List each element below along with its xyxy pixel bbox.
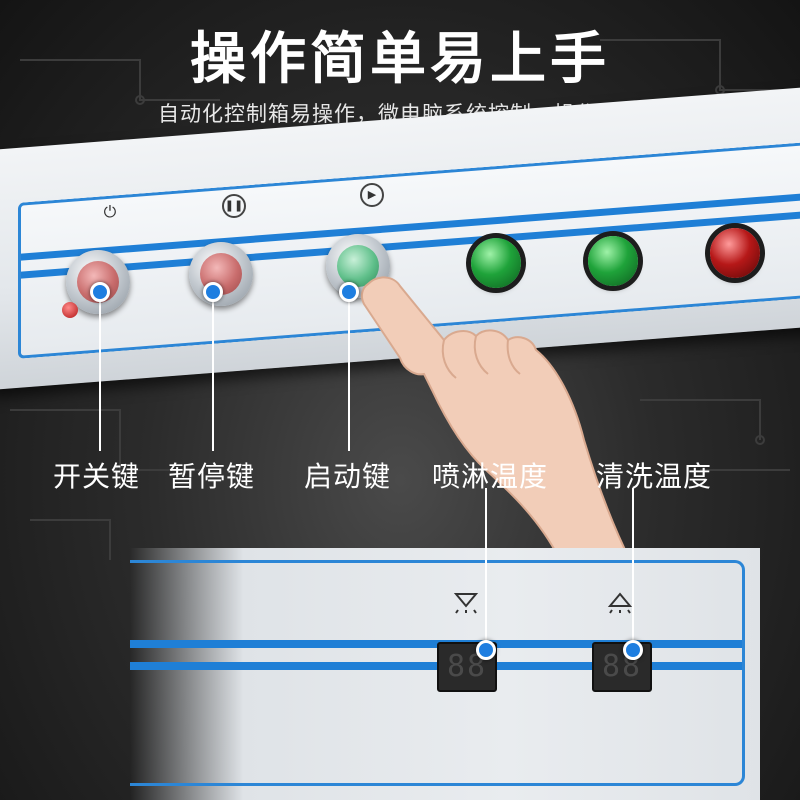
callout-line bbox=[99, 291, 101, 451]
label-wash-temperature: 清洗温度 bbox=[596, 460, 713, 493]
callout-marker bbox=[90, 282, 110, 302]
pause-icon: ❚❚ bbox=[222, 194, 246, 218]
label-start-key: 启动键 bbox=[304, 460, 392, 493]
wash-temperature-display: 88 bbox=[592, 642, 652, 692]
indicator-lamp-green bbox=[471, 238, 521, 288]
callout-line bbox=[485, 488, 487, 648]
power-icon: ⏻ bbox=[103, 202, 117, 221]
spray-icon bbox=[453, 593, 479, 614]
panel-stripe bbox=[130, 640, 742, 648]
wash-icon bbox=[607, 592, 633, 614]
panel-stripe bbox=[130, 662, 742, 670]
page-title: 操作简单易上手 bbox=[190, 27, 610, 92]
callout-marker bbox=[623, 640, 643, 660]
power-button[interactable] bbox=[66, 250, 130, 314]
label-spray-temperature: 喷淋温度 bbox=[432, 460, 549, 493]
callout-marker bbox=[339, 282, 359, 302]
callout-line bbox=[348, 291, 350, 451]
pause-button[interactable] bbox=[189, 242, 253, 306]
power-indicator-light bbox=[62, 302, 78, 318]
start-button[interactable] bbox=[326, 234, 390, 298]
indicator-lamp-red bbox=[710, 228, 760, 278]
temperature-panel-frame bbox=[130, 560, 745, 786]
pointing-hand-illustration bbox=[360, 276, 632, 560]
callout-marker bbox=[203, 282, 223, 302]
indicator-lamp-green bbox=[588, 236, 638, 286]
label-pause-key: 暂停键 bbox=[168, 460, 256, 493]
callout-marker bbox=[476, 640, 496, 660]
callout-line bbox=[632, 488, 634, 648]
callout-line bbox=[212, 291, 214, 451]
label-power-key: 开关键 bbox=[53, 460, 141, 493]
play-icon: ▶ bbox=[360, 183, 384, 207]
